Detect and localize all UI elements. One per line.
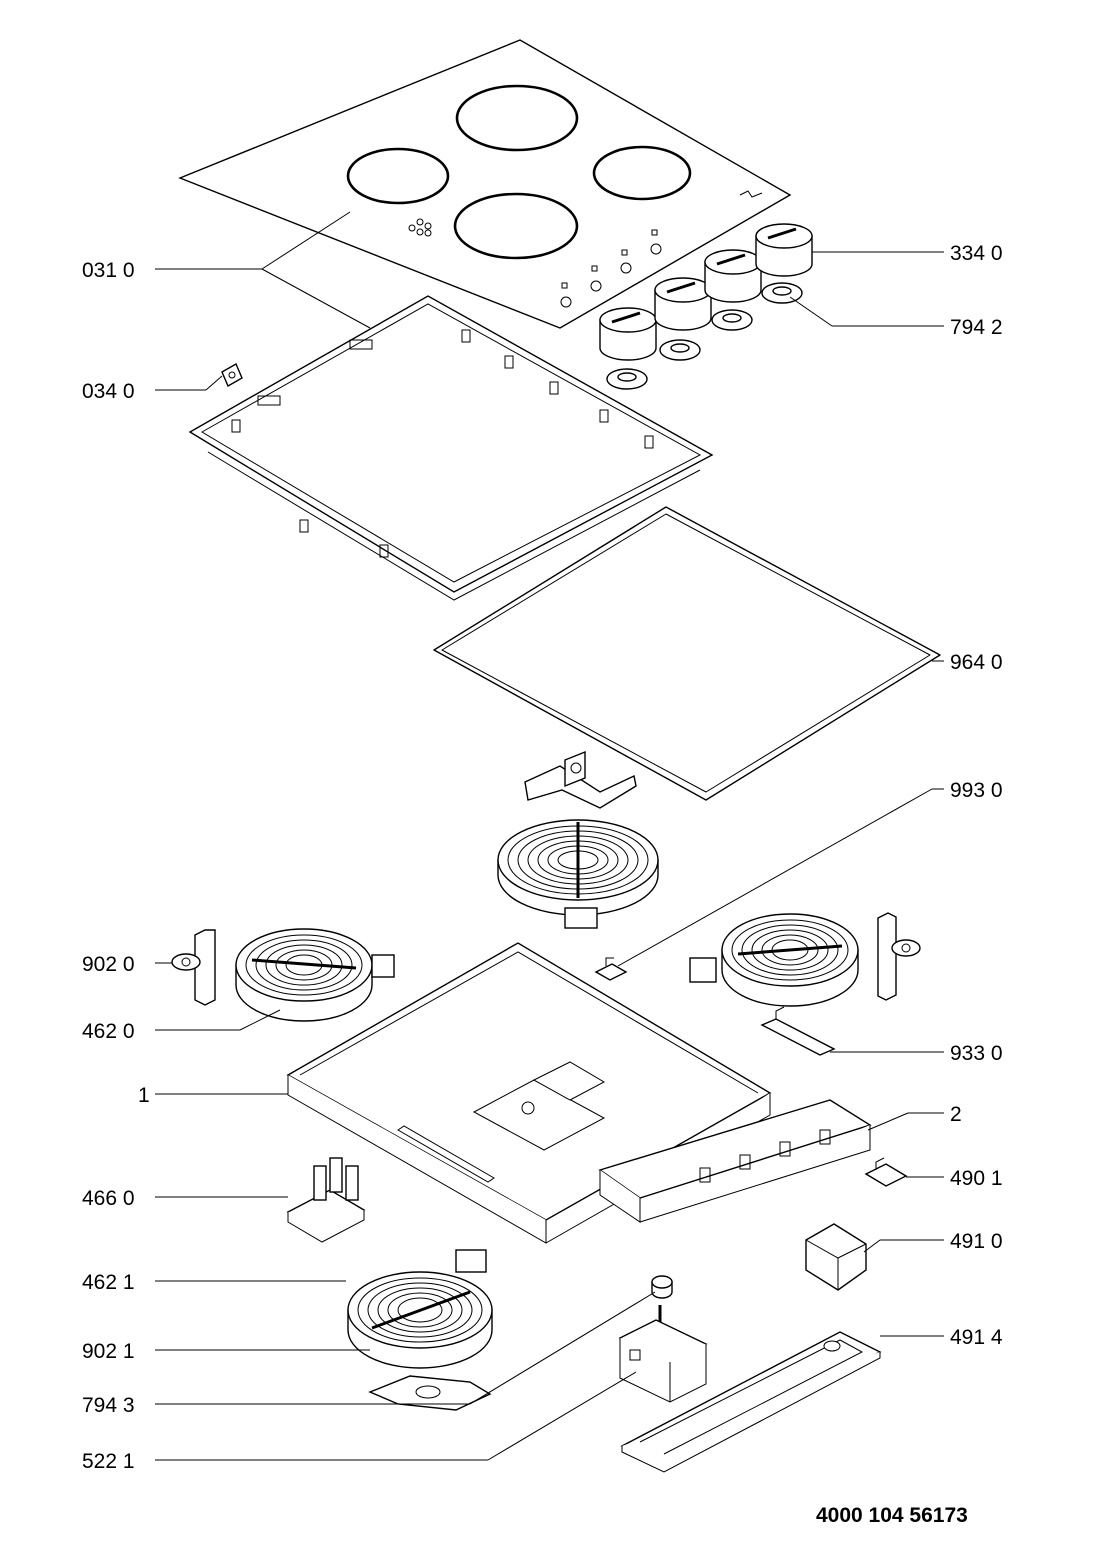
part-labels: 031 0 034 0 334 0 794 2 964 0 993 0 902 … [82,242,1003,1473]
knob [654,277,712,331]
knob [755,223,813,277]
knob-rings [606,282,803,390]
energy-regulator [618,1305,708,1403]
heating-element-bottom [347,1249,493,1369]
part-label-491-4: 491 4 [950,1326,1003,1349]
filter-466 [286,1157,366,1243]
part-label-034-0: 034 0 [82,380,135,403]
part-label-1: 1 [138,1084,150,1107]
part-label-902-0: 902 0 [82,953,135,976]
part-label-522-1: 522 1 [82,1450,135,1473]
switch-490 [864,1157,908,1187]
terminal-housing [598,1099,872,1223]
bottom-tray [286,942,772,1244]
part-label-794-2: 794 2 [950,316,1003,339]
part-label-902-1: 902 1 [82,1340,135,1363]
gasket-seal [433,506,941,801]
part-label-2: 2 [950,1103,962,1126]
part-label-466-0: 466 0 [82,1187,135,1210]
part-label-993-0: 993 0 [950,779,1003,802]
heating-element-right [689,913,859,1007]
part-label-462-0: 462 0 [82,1020,135,1043]
bracket-top [524,750,637,809]
control-knobs [599,223,813,390]
leader-lines [155,211,944,1461]
cover-491 [620,1331,882,1473]
knob-cap [651,1275,673,1299]
glass-cooktop-top [178,39,792,329]
heating-element-top [497,819,659,929]
bracket-933 [760,1006,836,1056]
frame-clip [221,363,243,387]
knob [704,249,762,303]
knob [599,307,657,361]
cooktop-frame [188,295,714,601]
part-label-462-1: 462 1 [82,1271,135,1294]
clip-993 [594,957,628,981]
bracket-left [171,929,216,1006]
brand-logo-icon [739,190,763,198]
part-label-794-3: 794 3 [82,1394,135,1417]
heating-element-left [235,928,395,1022]
document-number: 4000 104 56173 [816,1504,968,1527]
part-label-964-0: 964 0 [950,651,1003,674]
part-label-491-0: 491 0 [950,1230,1003,1253]
bracket-902-1 [368,1375,492,1411]
bracket-right [877,912,921,1001]
part-label-490-1: 490 1 [950,1167,1003,1190]
part-label-334-0: 334 0 [950,242,1003,265]
part-label-031-0: 031 0 [82,259,135,282]
terminal-491 [805,1223,867,1291]
part-label-933-0: 933 0 [950,1042,1003,1065]
